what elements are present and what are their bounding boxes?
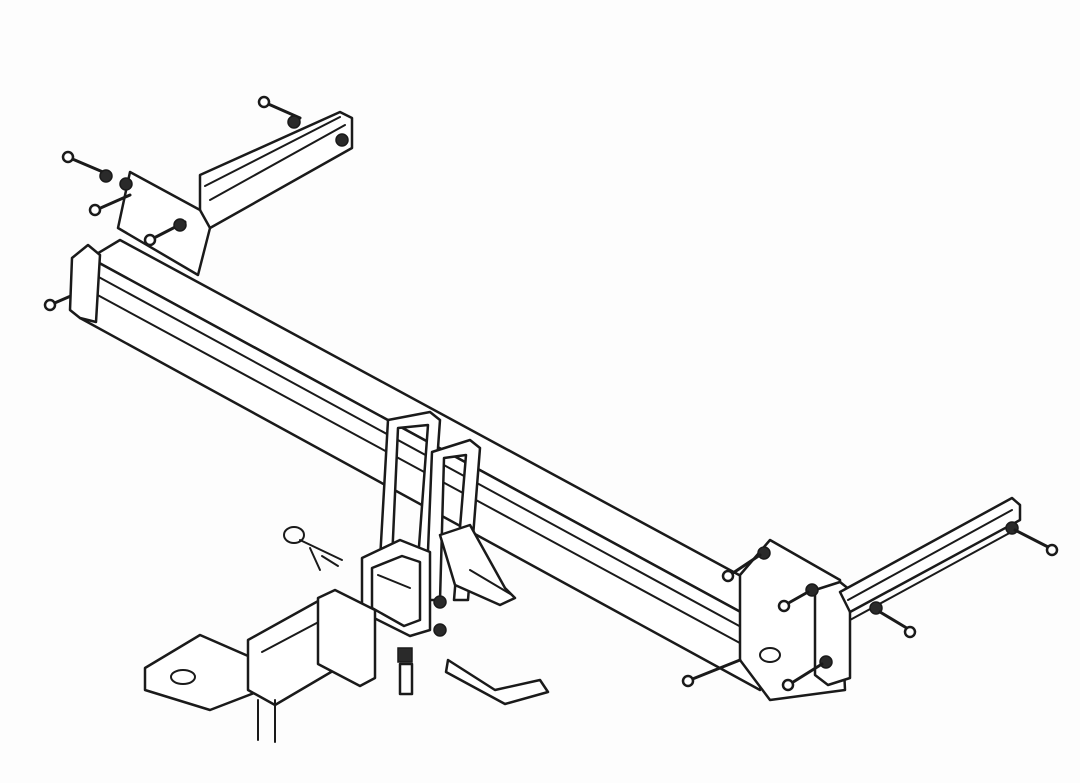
left-bolts: [43, 150, 187, 312]
ball-mount: [143, 588, 377, 743]
vertical-bolt: [397, 647, 414, 696]
socket-plate: [433, 523, 517, 637]
left-mounting-arm: [116, 95, 354, 277]
hitch-pin: [444, 658, 550, 706]
right-bolts: [681, 521, 1059, 692]
right-mounting-arm: [738, 496, 1022, 702]
receiver-box: [360, 538, 432, 638]
r-clip: [283, 526, 343, 571]
